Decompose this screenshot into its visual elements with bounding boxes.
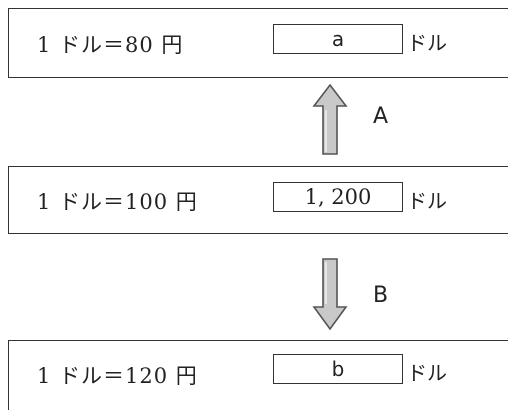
unit-label: ドル	[407, 31, 447, 55]
exchange-row-top: 1 ドル＝80 円 a ドル	[8, 8, 508, 78]
exchange-rate-label: 1 ドル＝80 円	[37, 33, 184, 57]
unit-label: ドル	[407, 189, 447, 213]
unit-label: ドル	[407, 361, 447, 385]
down-arrow-icon	[312, 258, 348, 330]
exchange-row-bottom: 1 ドル＝120 円 b ドル	[8, 340, 508, 410]
answer-box-b[interactable]: b	[273, 354, 403, 384]
amount-box: 1, 200	[273, 182, 403, 212]
arrow-label-a: A	[373, 104, 389, 129]
exchange-rate-label: 1 ドル＝100 円	[37, 190, 198, 214]
answer-box-a[interactable]: a	[273, 24, 403, 54]
arrow-label-b: B	[373, 283, 389, 308]
up-arrow-icon	[312, 84, 348, 155]
exchange-rate-label: 1 ドル＝120 円	[37, 364, 198, 388]
exchange-row-middle: 1 ドル＝100 円 1, 200 ドル	[8, 166, 508, 234]
